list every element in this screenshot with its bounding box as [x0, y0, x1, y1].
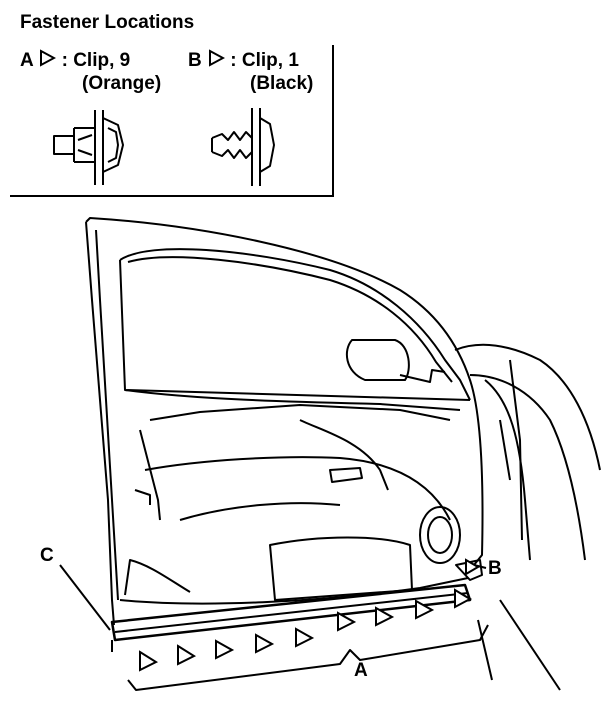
legend-b: B : Clip, 1 — [188, 49, 299, 71]
page-title: Fastener Locations — [20, 12, 195, 33]
legend-a-letter: A — [20, 50, 34, 71]
clip-b-illustration — [211, 108, 275, 186]
triangle-icon — [209, 49, 226, 67]
door-frame-outer — [85, 217, 484, 571]
legend-a-text: : Clip, 9 — [61, 50, 131, 71]
legend-a-color: (Orange) — [82, 73, 162, 94]
callout-c-leader — [59, 564, 111, 631]
mirror — [345, 339, 410, 381]
clip-b-marker — [465, 558, 480, 576]
legend-b-color: (Black) — [250, 73, 314, 94]
callout-c: C — [40, 545, 54, 566]
clip-a-illustration — [53, 110, 124, 185]
callout-b: B — [488, 558, 502, 579]
legend-a: A : Clip, 9 — [20, 49, 130, 71]
legend-b-letter: B — [188, 50, 202, 71]
window-frame — [119, 248, 471, 401]
callout-a: A — [354, 660, 368, 681]
callout-a-bracket — [127, 624, 489, 691]
triangle-icon — [40, 49, 57, 67]
legend-b-text: : Clip, 1 — [230, 50, 299, 71]
legend-box — [10, 45, 334, 197]
clip-a-markers — [139, 588, 473, 672]
